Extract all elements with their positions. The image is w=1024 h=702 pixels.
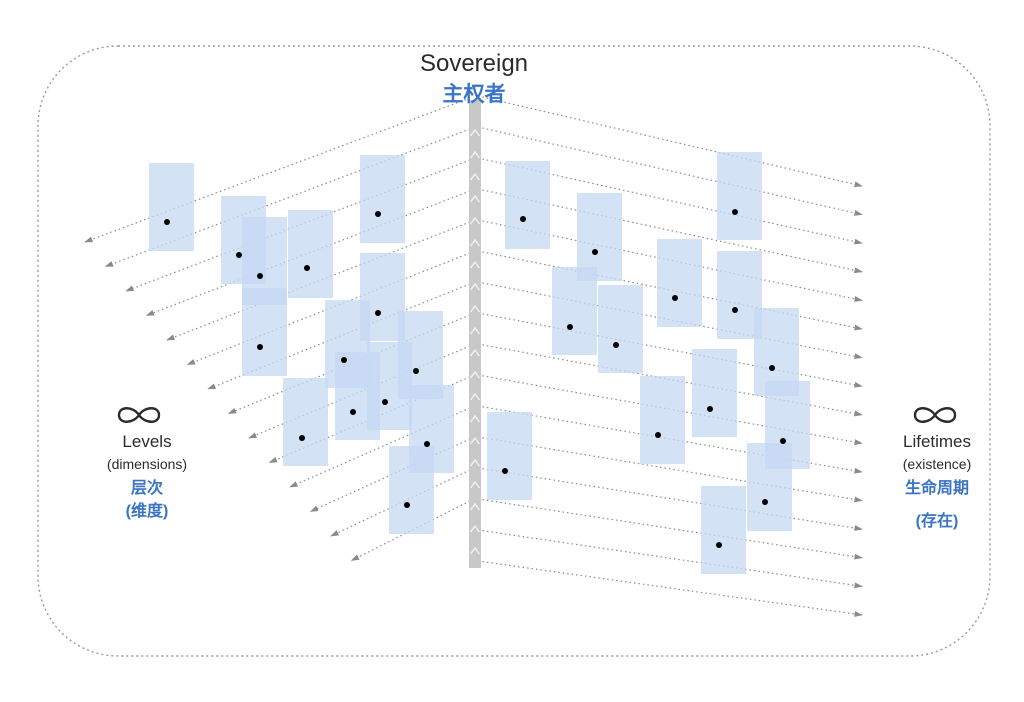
- axis-chevron: [469, 326, 481, 335]
- context-box: [149, 163, 194, 251]
- context-dot: [707, 406, 713, 412]
- context-dot: [716, 542, 722, 548]
- axis-chevron: [469, 260, 481, 269]
- context-boxes: [149, 152, 810, 574]
- axis-chevron: [469, 480, 481, 489]
- context-dot: [257, 344, 263, 350]
- context-box: [505, 161, 550, 249]
- context-dot: [732, 209, 738, 215]
- lifetimes-sublabel: (existence): [902, 456, 972, 472]
- context-dot: [404, 502, 410, 508]
- context-box: [640, 376, 685, 464]
- axis-chevron: [469, 194, 481, 203]
- context-dot: [613, 342, 619, 348]
- context-dot: [672, 295, 678, 301]
- axis-chevron: [469, 392, 481, 401]
- axis-chevron: [469, 546, 481, 555]
- context-dot: [780, 438, 786, 444]
- right-arrow-line: [477, 467, 863, 531]
- axis-chevron: [469, 524, 481, 533]
- context-box: [552, 267, 597, 355]
- context-box: [367, 342, 412, 430]
- context-dot: [257, 273, 263, 279]
- axis-chevron: [469, 370, 481, 379]
- lifetimes-label: Lifetimes: [902, 432, 972, 451]
- sovereign-title: Sovereign: [419, 50, 529, 77]
- context-dots: [164, 209, 786, 548]
- context-dot: [299, 435, 305, 441]
- right-arrow-line: [477, 95, 863, 188]
- axis-chevron: [469, 348, 481, 357]
- context-box: [360, 155, 405, 243]
- left-arrow-line: [145, 190, 471, 317]
- outer-frame: [37, 45, 991, 657]
- context-dot: [236, 252, 242, 258]
- axis-chevron: [469, 502, 481, 511]
- context-box: [288, 210, 333, 298]
- sovereign-title-zh: 主权者: [442, 83, 506, 106]
- infinity-icon: [117, 407, 161, 423]
- context-dot: [520, 216, 526, 222]
- context-dot: [413, 368, 419, 374]
- axis-chevron: [469, 436, 481, 445]
- right-arrow-line: [477, 436, 863, 503]
- context-dot: [732, 307, 738, 313]
- axis-chevron: [469, 128, 481, 137]
- levels-label: Levels: [122, 432, 172, 451]
- right-arrow-line: [477, 498, 863, 560]
- context-box: [692, 349, 737, 437]
- context-box: [577, 193, 622, 281]
- axis-chevron: [469, 304, 481, 313]
- context-box: [747, 443, 792, 531]
- context-box: [717, 152, 762, 240]
- context-box: [389, 446, 434, 534]
- context-dot: [762, 499, 768, 505]
- sovereign-axis: [469, 100, 481, 568]
- context-box: [242, 288, 287, 376]
- context-box: [701, 486, 746, 574]
- context-dot: [350, 409, 356, 415]
- axis-chevron: [469, 282, 481, 291]
- left-arrow-line: [125, 159, 471, 292]
- axis-chevron: [469, 216, 481, 225]
- context-dot: [164, 219, 170, 225]
- context-dot: [769, 365, 775, 371]
- lifetimes-sublabel-zh: (存在): [915, 513, 959, 530]
- axis-chevron: [469, 414, 481, 423]
- axis-chevron: [469, 172, 481, 181]
- context-dot: [592, 249, 598, 255]
- left-arrow-line: [227, 314, 471, 415]
- right-arrow-line: [477, 529, 863, 589]
- left-arrow-line: [186, 252, 471, 366]
- context-box: [657, 239, 702, 327]
- context-dot: [424, 441, 430, 447]
- levels-sublabel-zh: (维度): [125, 503, 169, 520]
- sovereign-axis-bar: [469, 100, 481, 568]
- lifetimes-label-zh: 生命周期: [904, 480, 970, 497]
- context-dot: [655, 432, 661, 438]
- context-dot: [382, 399, 388, 405]
- context-box: [283, 378, 328, 466]
- context-box: [598, 285, 643, 373]
- axis-chevron: [469, 238, 481, 247]
- levels-sublabel: (dimensions): [106, 456, 188, 472]
- axis-chevron: [469, 458, 481, 467]
- context-dot: [304, 265, 310, 271]
- context-box: [487, 412, 532, 500]
- context-dot: [375, 310, 381, 316]
- axis-chevron: [469, 150, 481, 159]
- infinity-icon: [913, 407, 957, 423]
- levels-label-zh: 层次: [130, 480, 164, 497]
- context-dot: [341, 357, 347, 363]
- context-dot: [375, 211, 381, 217]
- context-dot: [502, 468, 508, 474]
- right-arrow-line: [477, 560, 863, 617]
- context-dot: [567, 324, 573, 330]
